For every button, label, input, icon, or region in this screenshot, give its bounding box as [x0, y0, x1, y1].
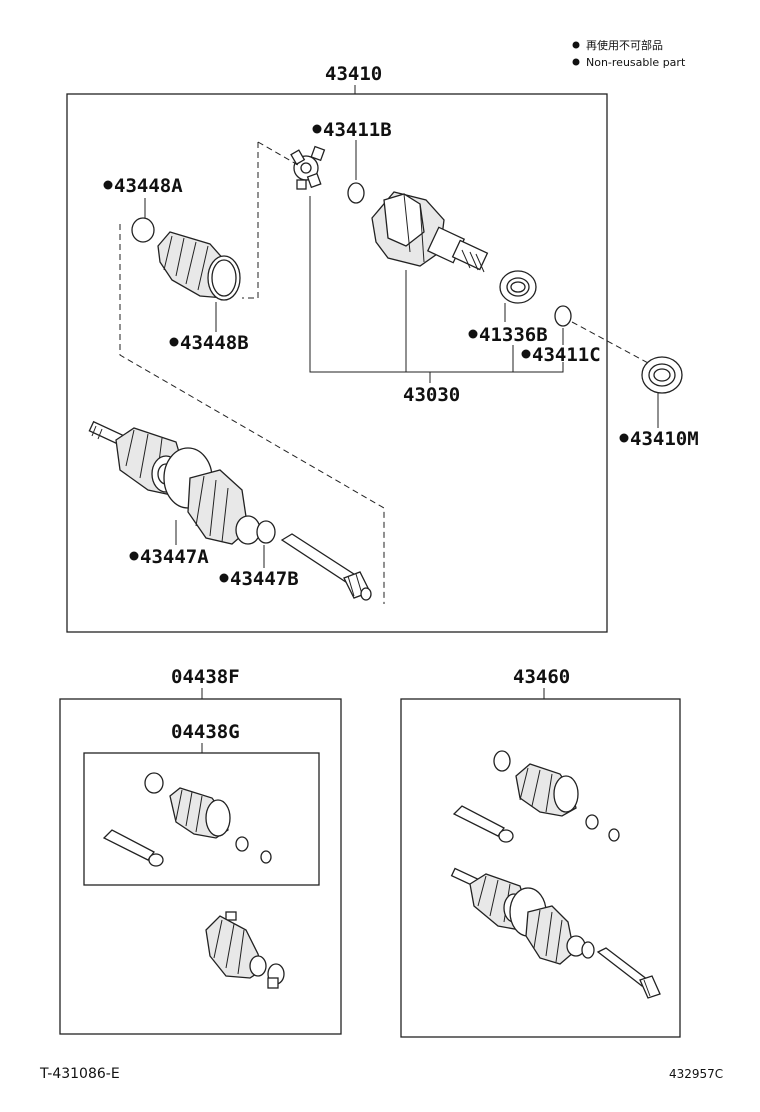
kit-04438G-box [83, 752, 320, 886]
kit-460-boot-parts [452, 750, 620, 843]
main-assembly-box [66, 93, 608, 633]
kit-g-parts [102, 772, 272, 867]
non-reusable-marker-icon [312, 124, 322, 134]
label-41336B[interactable]: 41336B [479, 324, 548, 346]
label-43411B[interactable]: 43411B [323, 119, 392, 141]
tripod-spider-part [290, 145, 326, 190]
non-reusable-marker-icon [572, 41, 580, 49]
non-reusable-marker-icon [572, 58, 580, 66]
label-43447B[interactable]: 43447B [230, 568, 299, 590]
kit-43460-box [400, 698, 681, 1038]
label-43447A[interactable]: 43447A [140, 546, 209, 568]
label-43411C[interactable]: 43411C [532, 344, 601, 366]
kit-04438F-group: 04438F 04438G [59, 666, 342, 1035]
label-43448B[interactable]: 43448B [180, 332, 249, 354]
non-reusable-marker-icon [619, 433, 629, 443]
legend-jp-text: 再使用不可部品 [586, 38, 663, 52]
non-reusable-marker-icon [468, 329, 478, 339]
label-43030[interactable]: 43030 [403, 384, 460, 406]
non-reusable-marker-icon [103, 180, 113, 190]
snap-ring-c-part [554, 305, 572, 327]
label-43460[interactable]: 43460 [513, 666, 570, 688]
drive-shaft-assembly-part [88, 420, 372, 601]
label-04438G[interactable]: 04438G [171, 721, 240, 743]
inboard-joint-housing-part [371, 191, 489, 273]
label-43448A[interactable]: 43448A [114, 175, 183, 197]
kit-04438F-box [59, 698, 342, 1035]
boot-clamp-small-part [131, 217, 155, 243]
oil-seal-part [499, 270, 537, 304]
non-reusable-marker-icon [219, 573, 229, 583]
dust-seal-part [641, 356, 683, 394]
snap-ring-part [347, 182, 365, 204]
label-43410M[interactable]: 43410M [630, 428, 699, 450]
boot-part [157, 231, 241, 301]
label-04438F[interactable]: 04438F [171, 666, 240, 688]
kit-f-boot-part [205, 911, 285, 989]
label-43410[interactable]: 43410 [325, 63, 382, 85]
kit-460-shaft-part [450, 867, 661, 999]
non-reusable-marker-icon [169, 337, 179, 347]
footer-right-code: 432957C [669, 1067, 723, 1081]
non-reusable-marker-icon [129, 551, 139, 561]
legend: 再使用不可部品 Non-reusable part [572, 38, 686, 69]
main-assembly-group: 43410 43411B [66, 63, 608, 633]
footer-left-code: T-431086-E [39, 1066, 120, 1082]
kit-43460-group: 43460 [400, 666, 681, 1038]
non-reusable-marker-icon [521, 349, 531, 359]
legend-en-text: Non-reusable part [586, 56, 686, 69]
